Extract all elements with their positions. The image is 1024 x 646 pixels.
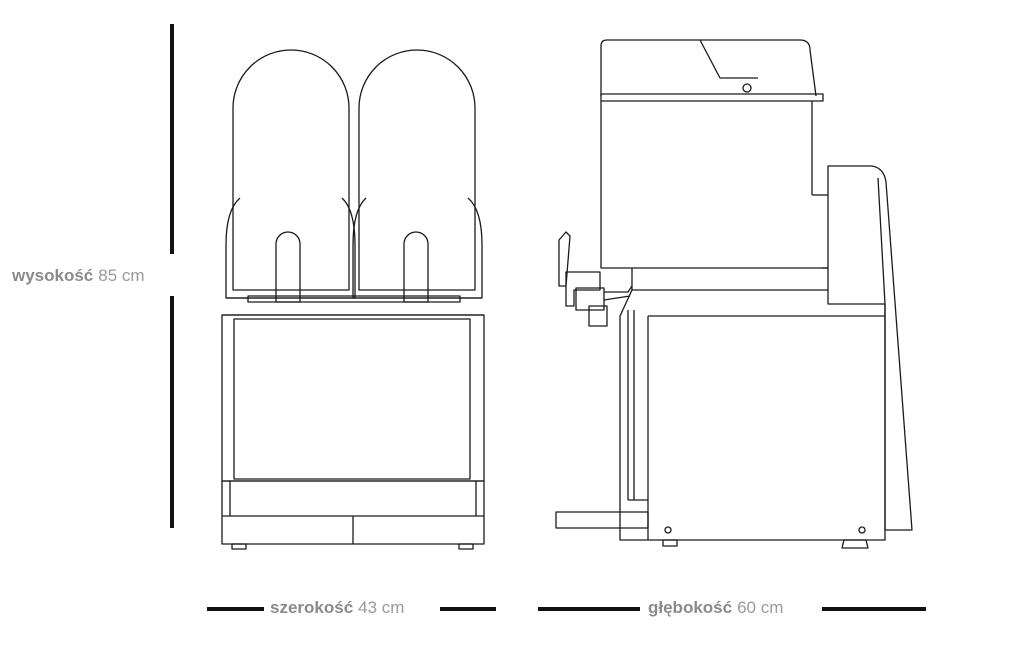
front-right-bowl [358,49,476,291]
side-lid-hinge [742,83,752,93]
front-foot-right [458,543,474,550]
height-value: 85 cm [98,266,145,285]
side-tap-handle [558,231,571,287]
side-bowl-lid [600,39,817,97]
side-tap [565,271,601,307]
depth-value: 60 cm [737,598,784,617]
front-view [221,49,485,550]
side-upper-body [631,268,828,291]
front-foot-left [231,543,247,550]
front-left-bowl [232,49,350,291]
side-screw-front [664,526,672,534]
front-right-collar [352,197,483,299]
front-drip-lip [247,295,461,303]
side-view [555,39,913,549]
width-label: szerokość [270,598,354,617]
front-body [221,314,485,482]
side-screw-rear [858,526,866,534]
front-right-tap [403,231,429,303]
side-lid-rim [600,93,824,102]
height-label: wysokość [12,266,94,285]
side-foot-front [662,539,678,547]
side-rear-tower [827,165,913,531]
side-body [619,289,886,541]
depth-label: głębokość [648,598,733,617]
front-left-tap [275,231,301,303]
side-drip-tray [555,511,649,529]
side-bowl [600,101,632,269]
side-foot-rear [841,539,869,549]
front-left-collar [225,197,356,299]
width-value: 43 cm [358,598,405,617]
